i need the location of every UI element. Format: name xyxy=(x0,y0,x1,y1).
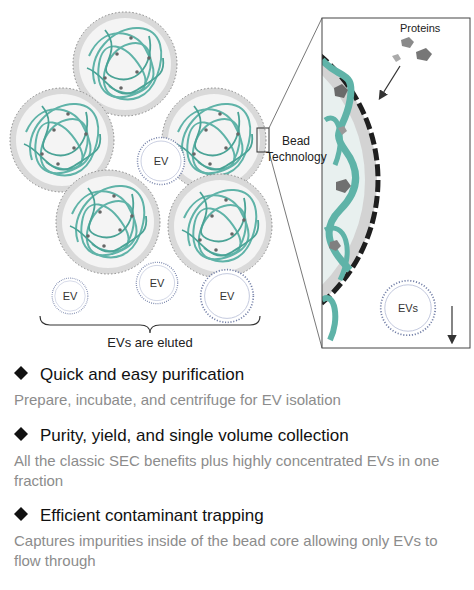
ev-circle: EVs xyxy=(379,279,437,337)
bullet-heading: Purity, yield, and single volume collect… xyxy=(40,425,470,448)
ev-circle: EV xyxy=(136,136,186,186)
node-text: EV xyxy=(220,290,235,302)
callout-label: Bead Technology xyxy=(266,133,326,165)
zoom-box xyxy=(257,128,269,152)
node-text: EV xyxy=(150,277,165,289)
callout-label: Proteins xyxy=(400,21,460,36)
bullet-body: All the classic SEC benefits plus highly… xyxy=(14,451,472,492)
bullet-diamond xyxy=(14,366,28,380)
leader-line xyxy=(269,18,322,128)
ev-circle: EV xyxy=(51,277,89,315)
bullet-heading: Quick and easy purification xyxy=(40,364,470,387)
bullet-diamond xyxy=(14,507,28,521)
bullet-heading: Efficient contaminant trapping xyxy=(40,505,470,528)
bullet-body: Captures impurities inside of the bead c… xyxy=(14,531,454,572)
leader-line xyxy=(269,152,322,348)
node-text: EVs xyxy=(398,302,418,314)
bead-group xyxy=(10,12,272,278)
ev-circle: EV xyxy=(135,261,179,305)
bracket-label: EVs are eluted xyxy=(70,334,230,352)
node-text: EV xyxy=(154,155,169,167)
inset-zoom xyxy=(322,18,470,348)
node-text: EV xyxy=(63,290,78,302)
bullet-body: Prepare, incubate, and centrifuge for EV… xyxy=(14,390,472,410)
inset-frame xyxy=(322,18,470,348)
bullet-diamond xyxy=(14,427,28,441)
ev-circle: EV xyxy=(199,268,255,324)
